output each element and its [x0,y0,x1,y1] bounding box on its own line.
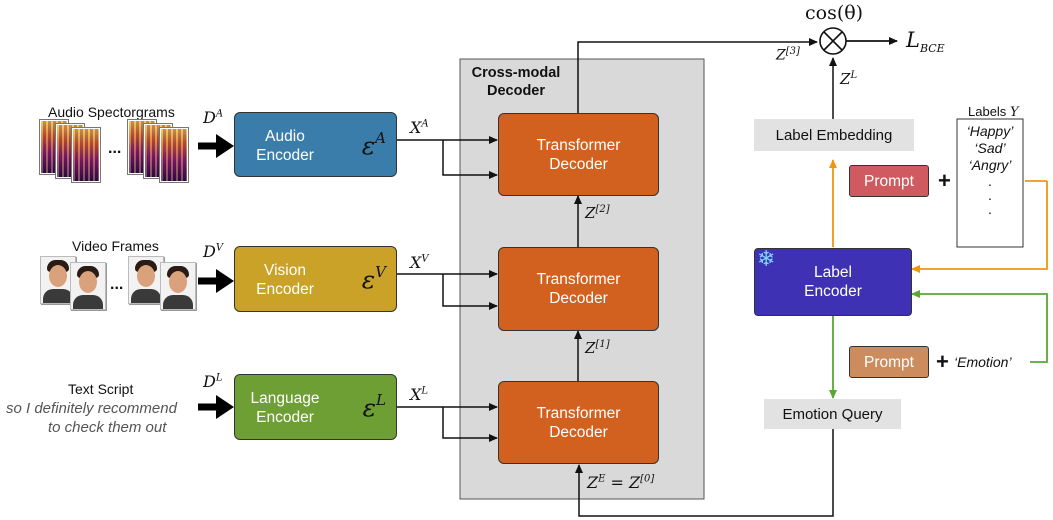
audio-ellipsis: ... [108,140,122,157]
query-loop-arrow [575,428,834,517]
label-item: . [988,173,992,189]
emotion-query: Emotion Query [764,399,901,429]
encoder-to-decoder-arrows [397,136,498,442]
video-title: Video Frames [72,238,159,254]
video-ellipsis: ... [110,276,124,293]
label-encoder: Label Encoder ❄ [754,248,912,316]
language-encoder: Language Encoder εL [234,374,397,440]
plus-sign-2: + [936,349,949,374]
prompt-emotion: Prompt [849,346,929,378]
label-item: ‘Happy’ [966,123,1014,139]
input-arrows [198,134,234,419]
audio-encoder: Audio Encoder εA [234,112,397,177]
labels-list: ‘Happy’ ‘Sad’ ‘Angry’ . . . [957,123,1023,216]
label-item: ‘Angry’ [968,157,1012,173]
vision-encoder-symbol: εV [361,263,386,295]
text-line-2: to check them out [48,419,167,436]
ze-label: ZE = Z[0] [587,473,655,492]
labels-title: Labels Y [968,104,1019,120]
cos-label: cos(θ) [805,2,864,24]
audio-encoder-label: Audio Encoder [256,128,314,164]
orange-in-arrow [911,181,1048,273]
z3-arrow [577,38,818,113]
otimes-node [819,27,847,55]
z1-label: Z[1] [585,339,610,357]
labels-box [956,118,1024,248]
label-embedding: Label Embedding [754,119,914,151]
transformer-decoder-top: Transformer Decoder [498,113,659,196]
label-encoder-text: Label Encoder [804,264,862,300]
da-label: DA [203,108,224,127]
green-in-arrow [911,290,1048,363]
xv-label: XV [410,253,429,272]
vision-encoder-label: Vision Encoder [256,262,314,298]
text-line-1: so I definitely recommend [6,400,177,417]
plus-sign-1: + [938,168,951,193]
xa-label: XA [410,118,429,137]
language-encoder-label: Language Encoder [250,390,320,426]
zl-label: ZL [840,70,858,88]
transformer-decoder-bottom: Transformer Decoder [498,381,659,464]
lbce-label: LBCE [906,28,945,56]
z3-label: Z[3] [776,46,800,64]
dv-label: DV [203,242,224,261]
z2-label: Z[2] [585,204,610,222]
language-encoder-symbol: εL [362,391,386,423]
transformer-decoder-middle: Transformer Decoder [498,247,659,331]
dl-label: DL [203,372,223,391]
emotion-word: ‘Emotion’ [954,354,1012,370]
vision-encoder: Vision Encoder εV [234,246,397,312]
xl-label: XL [410,385,429,404]
decoder-title: Cross-modal Decoder [471,65,561,99]
label-item: . [988,201,992,217]
audio-title: Audio Spectorgrams [48,104,175,120]
text-title: Text Script [68,381,134,397]
label-item: ‘Sad’ [974,140,1006,156]
label-item: . [988,187,992,203]
snowflake-icon: ❄ [757,246,776,271]
prompt-labels: Prompt [849,165,929,197]
audio-encoder-symbol: εA [361,129,386,161]
